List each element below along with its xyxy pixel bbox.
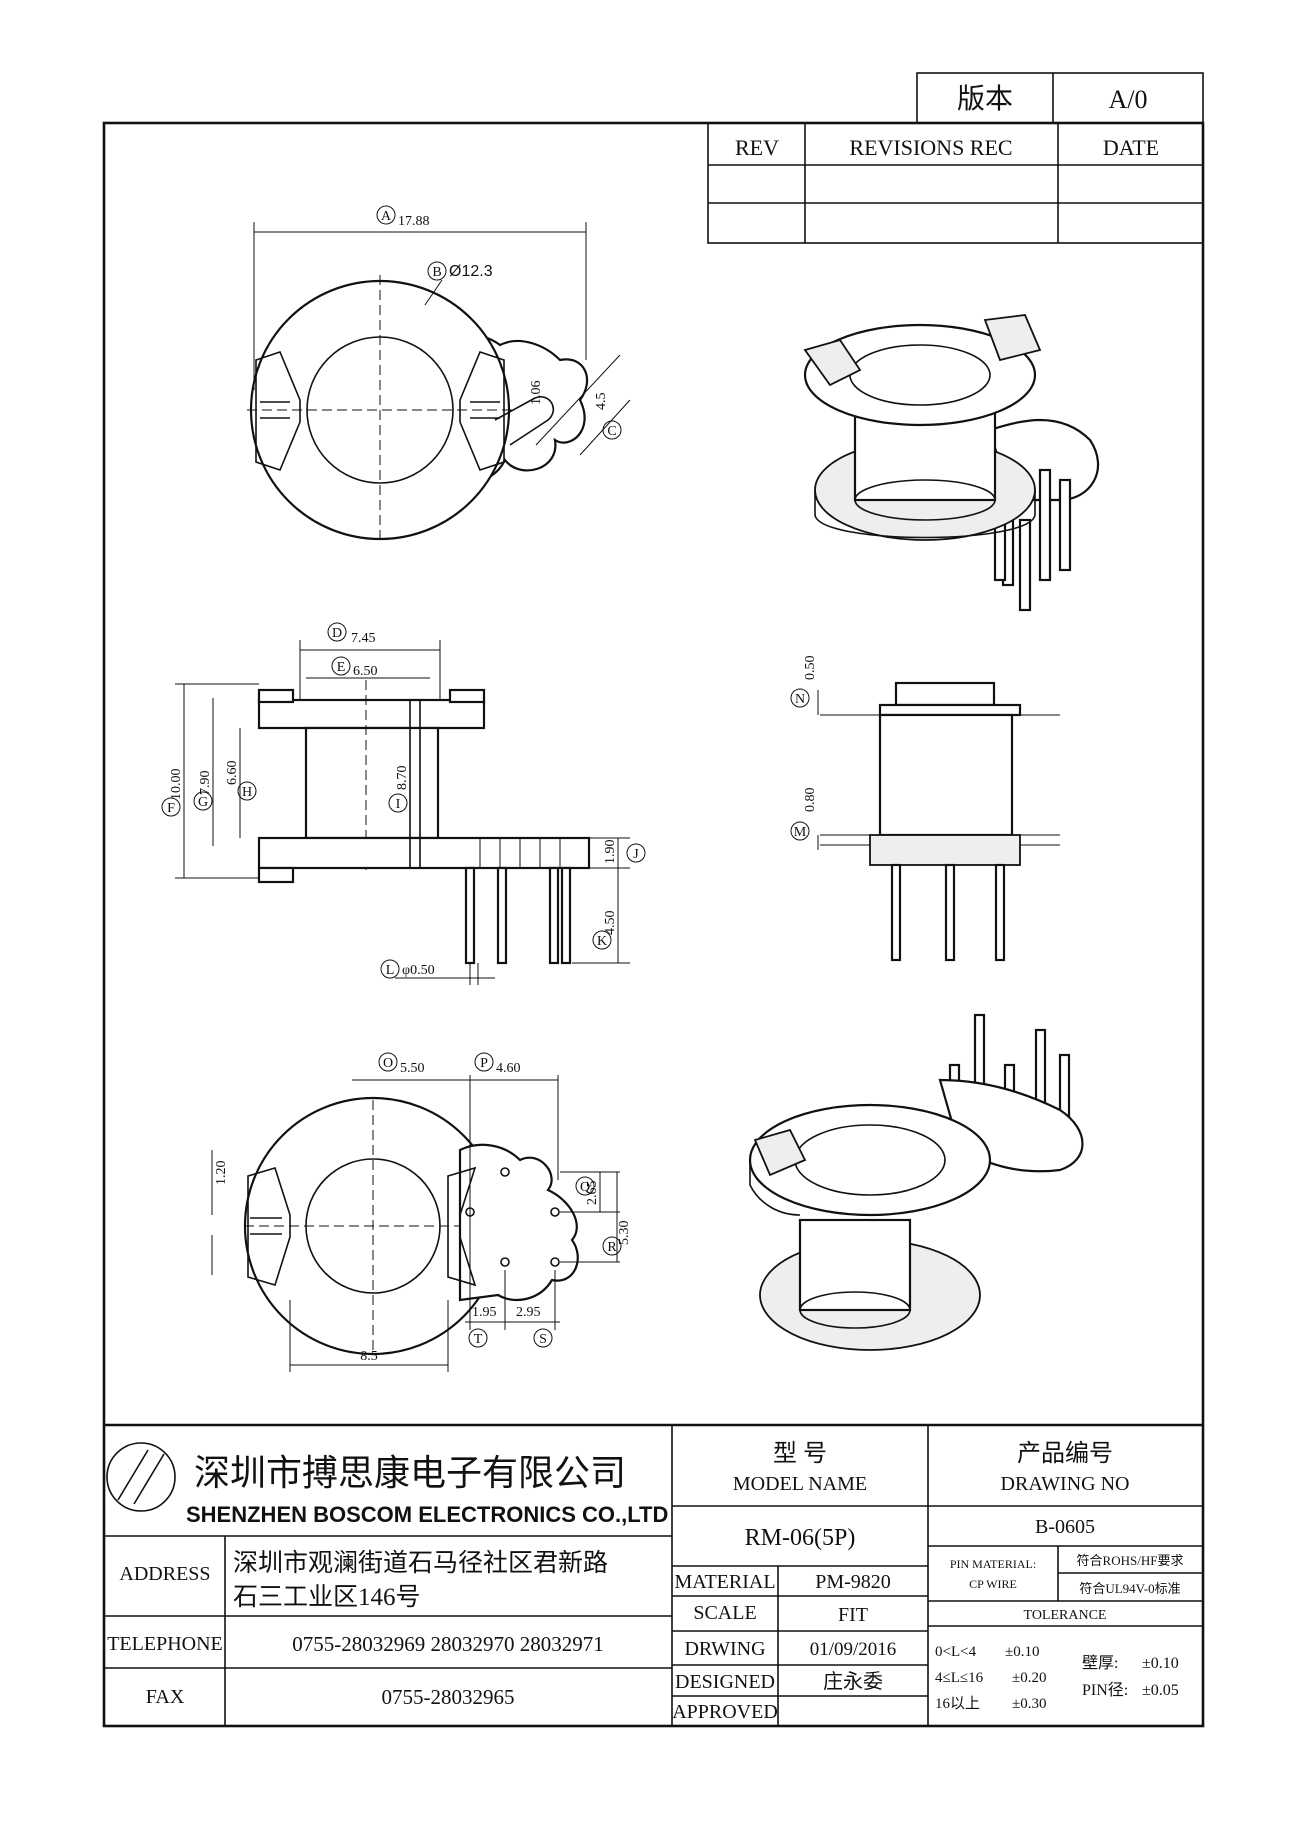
tol-value-3: ±0.30: [1012, 1696, 1046, 1712]
drawing-no-label-en: DRAWING NO: [1001, 1473, 1130, 1495]
tol-value-2: ±0.20: [1012, 1670, 1046, 1686]
dim-M-marker: M: [794, 825, 807, 840]
dim-B-marker: B: [432, 265, 441, 280]
dim-H-marker: H: [242, 785, 252, 800]
dim-R-value: 5.30: [617, 1221, 632, 1246]
dim-B-value: Ø12.3: [449, 263, 493, 280]
designed-label: DESIGNED: [675, 1671, 775, 1693]
address-line1: 深圳市观澜街道石马径社区君新路: [233, 1549, 608, 1577]
side-elevation-view: 0.50 N 0.80 M: [790, 656, 1060, 962]
dim-Q-marker: Q: [580, 1180, 590, 1195]
dim-S-marker: S: [539, 1332, 547, 1347]
pin-diameter-value: ±0.05: [1142, 1682, 1179, 1699]
dim-A-marker: A: [381, 209, 392, 224]
telephone-value: 0755-28032969 28032970 28032971: [292, 1632, 604, 1656]
dim-J-value: 1.90: [603, 840, 618, 865]
tol-range-3: 16以上: [935, 1695, 980, 1712]
dim-E-marker: E: [337, 660, 346, 675]
pin-diameter-label: PIN径:: [1082, 1681, 1128, 1699]
dim-G-value: 7.90: [198, 771, 213, 796]
dim-K-marker: K: [597, 934, 607, 949]
dim-K-value: 4.50: [603, 911, 618, 936]
company-logo: [106, 1442, 176, 1512]
dim-G-marker: G: [198, 795, 208, 810]
dim-P-value: 4.60: [496, 1061, 521, 1076]
dim-P-marker: P: [480, 1056, 488, 1071]
material-label: MATERIAL: [674, 1571, 775, 1593]
model-label-en: MODEL NAME: [733, 1473, 867, 1495]
revision-table: REV REVISIONS REC DATE: [707, 122, 1204, 244]
dim-I-value: 8.70: [395, 766, 410, 791]
dim-L-value: φ0.50: [402, 963, 435, 978]
dim-N-marker: N: [795, 692, 805, 707]
dim-Q-value: 2.65: [585, 1181, 600, 1206]
drwing-label: DRWING: [684, 1638, 765, 1660]
dim-R-marker: R: [607, 1240, 617, 1255]
drawing-border: [102, 121, 1205, 1728]
drwing-value: 01/09/2016: [810, 1639, 897, 1660]
version-label: 版本: [957, 83, 1013, 115]
dim-H-value: 6.60: [225, 761, 240, 786]
dim-C1-value: 1.06: [529, 381, 544, 406]
bottom-view: O 5.50 P 4.60 2.65 Q 5.30 R 1.95 2.95 T …: [211, 1052, 632, 1372]
fax-value: 0755-28032965: [382, 1685, 515, 1709]
dim-F-marker: F: [167, 801, 175, 816]
version-value: A/0: [1109, 85, 1148, 114]
dim-M-value: 0.80: [803, 788, 818, 813]
model-value: RM-06(5P): [745, 1525, 856, 1551]
front-elevation-view: D 7.45 E 6.50 10.00 F 7.90 G 6.60 H 8.70…: [161, 622, 646, 985]
dim-D-marker: D: [332, 626, 342, 641]
tol-range-1: 0<L<4: [935, 1644, 977, 1660]
dim-A-value: 17.88: [398, 214, 430, 229]
model-label-cn: 型 号: [773, 1440, 827, 1467]
date-header: DATE: [1103, 135, 1159, 160]
address-line2: 石三工业区146号: [233, 1583, 421, 1611]
dim-O-value: 5.50: [400, 1061, 425, 1076]
dim-C2-value: 4.5: [594, 393, 609, 411]
dim-E-value: 6.50: [353, 664, 378, 679]
dim-8-5-value: 8.5: [360, 1349, 378, 1364]
dim-C-marker: C: [607, 424, 616, 439]
dim-1-20-value: 1.20: [214, 1161, 229, 1186]
top-view: A 17.88 B Ø12.3 1.06 4.5 C: [247, 205, 631, 545]
wall-thickness-value: ±0.10: [1142, 1655, 1179, 1672]
ul-requirement: 符合UL94V-0标准: [1079, 1581, 1180, 1596]
telephone-label: TELEPHONE: [107, 1633, 223, 1655]
scale-label: SCALE: [693, 1602, 756, 1624]
dim-J-marker: J: [633, 847, 639, 862]
dim-L-marker: L: [386, 963, 395, 978]
dim-F-value: 10.00: [169, 769, 184, 801]
dim-I-marker: I: [396, 797, 401, 812]
dim-O-marker: O: [383, 1056, 393, 1071]
material-value: PM-9820: [815, 1571, 891, 1593]
tol-value-1: ±0.10: [1005, 1644, 1039, 1660]
pin-material-label: PIN MATERIAL:: [950, 1557, 1036, 1571]
dim-D-value: 7.45: [351, 631, 376, 646]
address-label: ADDRESS: [119, 1563, 210, 1585]
scale-value: FIT: [838, 1604, 868, 1626]
version-box: 版本 A/0: [916, 72, 1204, 124]
dim-S-value: 2.95: [516, 1305, 541, 1320]
revisions-rec-header: REVISIONS REC: [849, 135, 1012, 160]
drawing-no-value: B-0605: [1035, 1516, 1095, 1538]
rohs-requirement: 符合ROHS/HF要求: [1077, 1553, 1184, 1568]
isometric-bottom-view: [748, 1013, 1084, 1351]
company-name-cn: 深圳市搏思康电子有限公司: [194, 1453, 626, 1493]
approved-label: APPROVED: [672, 1701, 778, 1723]
rev-header: REV: [735, 135, 779, 160]
pin-material-value: CP WIRE: [969, 1577, 1017, 1591]
dim-N-value: 0.50: [803, 656, 818, 681]
drawing-no-label-cn: 产品编号: [1017, 1440, 1113, 1467]
company-name-en: SHENZHEN BOSCOM ELECTRONICS CO.,LTD: [186, 1502, 668, 1527]
title-block: 深圳市搏思康电子有限公司 SHENZHEN BOSCOM ELECTRONICS…: [104, 1423, 1203, 1726]
wall-thickness-label: 壁厚:: [1082, 1653, 1118, 1672]
tol-range-2: 4≤L≤16: [935, 1670, 984, 1686]
fax-label: FAX: [146, 1686, 185, 1708]
dim-T-marker: T: [474, 1332, 483, 1347]
dim-T-value: 1.95: [472, 1305, 497, 1320]
isometric-top-view: [803, 314, 1100, 612]
designed-value: 庄永委: [823, 1670, 883, 1693]
tolerance-label: TOLERANCE: [1024, 1608, 1107, 1623]
